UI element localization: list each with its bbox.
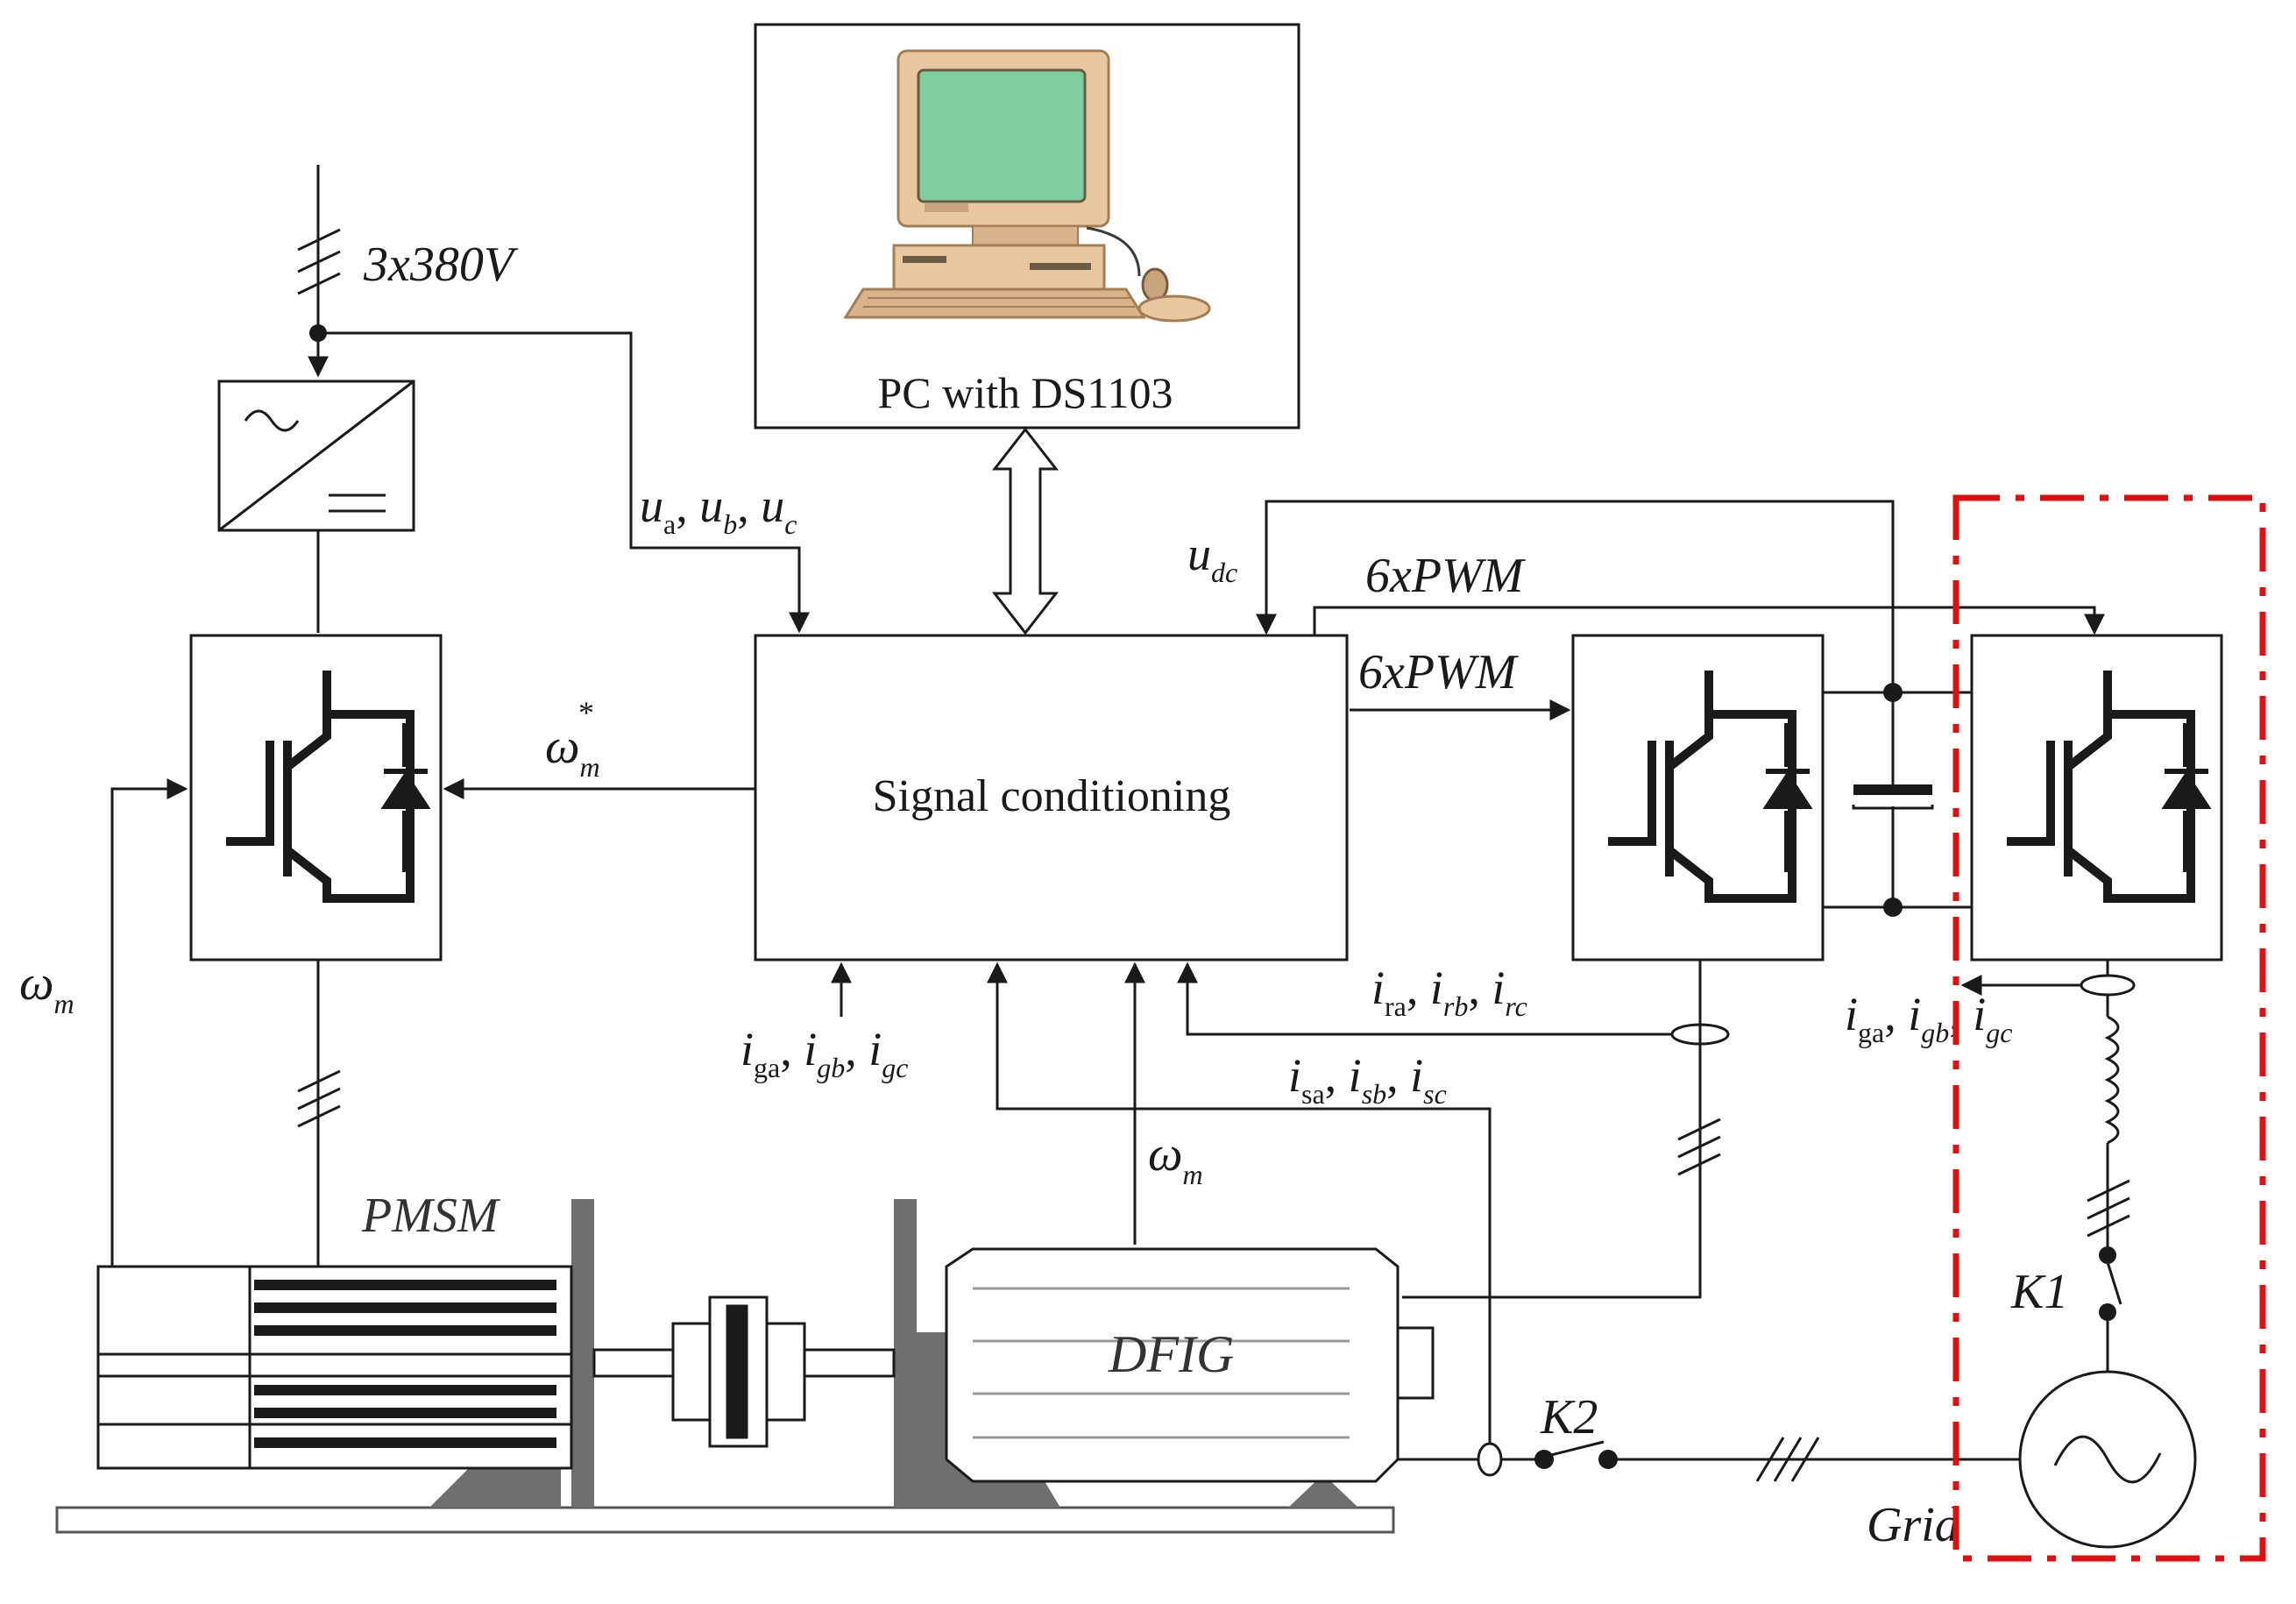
signal-conditioning-label: Signal conditioning — [873, 771, 1231, 821]
speed-ref-label: ωm * — [545, 695, 600, 783]
signal-conditioning-block: Signal conditioning — [754, 634, 1349, 962]
pc-bus-arrow — [991, 427, 1059, 635]
rotor-current-label: ira, irb, irc — [1371, 962, 1527, 1022]
ac-source-icon — [2018, 1370, 2197, 1549]
capacitor-icon — [1852, 784, 1934, 810]
grid-current-sensor — [2080, 974, 2136, 997]
pmsm-label: PMSM — [361, 1189, 501, 1243]
pmsm-motor — [96, 1265, 573, 1470]
svg-text:udc: udc — [1187, 528, 1237, 588]
pwm-grid-line — [1313, 606, 2105, 635]
svg-text:ωm: ωm — [19, 956, 74, 1019]
grid-side-boundary — [1952, 494, 2266, 1562]
igbt-icon — [1608, 671, 1813, 903]
igbt-icon — [2007, 671, 2212, 903]
udc-line — [1256, 500, 1895, 692]
stator-current-line — [987, 962, 1492, 1459]
svg-text:iga, igb, igc: iga, igb, igc — [741, 1023, 908, 1083]
pwm-grid-label: 6xPWM — [1365, 549, 1527, 603]
igbt-icon — [226, 671, 431, 903]
svg-text:ira, irb, irc: ira, irb, irc — [1371, 962, 1527, 1022]
speed-feedback-left-label: ωm — [19, 956, 74, 1019]
computer-icon — [843, 49, 1211, 323]
pwm-rotor-label: 6xPWM — [1358, 645, 1520, 699]
k2-label: K2 — [1540, 1390, 1598, 1444]
grid-current-label-right: iga, igb, igc — [1845, 988, 2012, 1048]
svg-text:ωm: ωm — [545, 720, 600, 783]
coupling-shaft — [592, 1295, 896, 1448]
pc-label: PC with DS1103 — [877, 368, 1173, 417]
inductor-icon — [2104, 1015, 2120, 1145]
grid-current-label-left: iga, igb, igc — [741, 1023, 908, 1083]
stator-current-sensor — [1477, 1442, 1503, 1477]
speed-feedback-left — [110, 778, 188, 1267]
svg-text:*: * — [578, 695, 594, 730]
speed-dfig-label: ωm — [1148, 1127, 1203, 1190]
svg-text:ua, ub, uc: ua, ub, uc — [640, 479, 797, 540]
grid-side-converter — [1970, 634, 2223, 962]
dc-link — [1823, 683, 1972, 917]
stator-grid-connection — [1398, 1437, 2020, 1482]
supply-voltage-label: 3x380V — [363, 238, 519, 292]
grid-label: Grid — [1867, 1498, 1960, 1552]
k1-switch — [2099, 1246, 2122, 1372]
rotor-side-converter — [1571, 634, 1825, 962]
stator-current-label: isa, isb, isc — [1288, 1049, 1447, 1110]
svg-text:iga, igb, igc: iga, igb, igc — [1845, 988, 2012, 1048]
svg-text:ωm: ωm — [1148, 1127, 1203, 1190]
rotor-current-line — [1177, 962, 1700, 1036]
voltage-sense-line — [318, 331, 810, 634]
dfig-label: DFIG — [1108, 1325, 1234, 1383]
voltage-sense-label: ua, ub, uc — [640, 479, 797, 540]
ac-dc-rectifier-icon — [217, 380, 415, 532]
k1-label: K1 — [2010, 1265, 2068, 1319]
pmsm-inverter — [189, 634, 443, 962]
supply-line — [297, 165, 341, 378]
dfig-machine — [945, 1247, 1435, 1483]
svg-text:isa, isb, isc: isa, isb, isc — [1288, 1049, 1447, 1110]
udc-label: udc — [1187, 528, 1237, 588]
pc-block: PC with DS1103 — [754, 23, 1300, 429]
